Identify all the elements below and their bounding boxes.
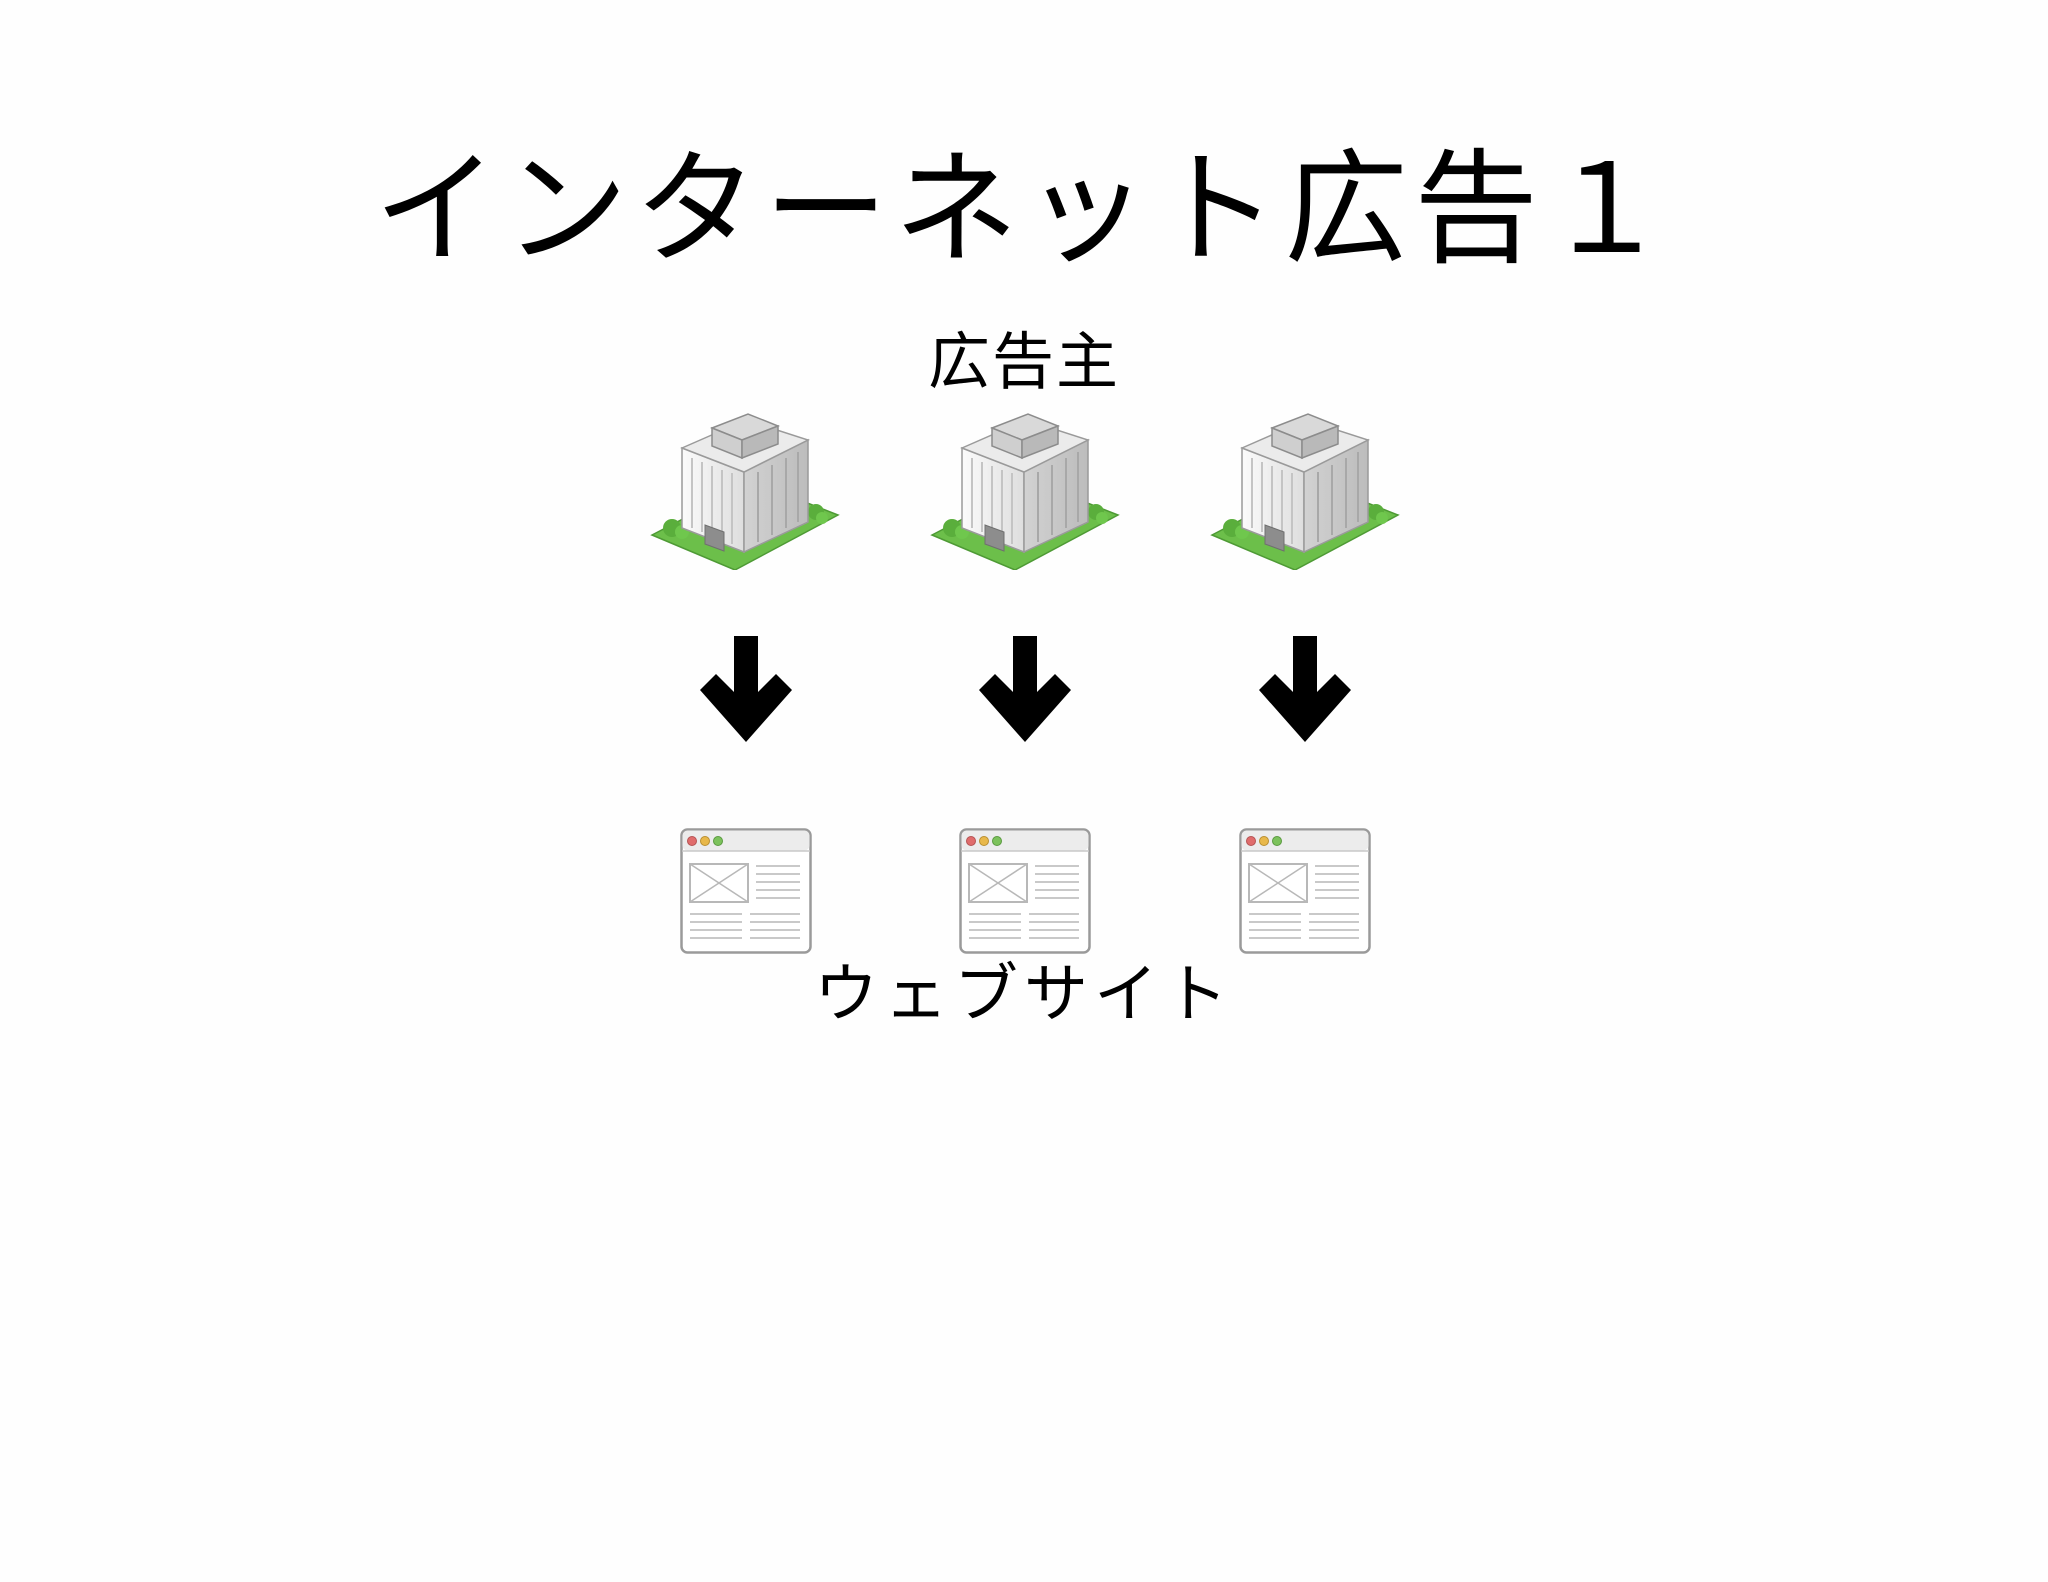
down-arrow-icon <box>977 636 1073 744</box>
down-arrow-icon <box>1257 636 1353 744</box>
office-building-icon <box>650 400 840 570</box>
office-building-icon <box>1210 400 1400 570</box>
webpage-window-icon <box>680 828 812 954</box>
webpage-window-icon <box>1239 828 1371 954</box>
down-arrow-icon <box>698 636 794 744</box>
advertisers-label: 広告主 <box>927 325 1120 398</box>
office-building-icon <box>930 400 1120 570</box>
websites-label: ウェブサイト <box>814 958 1234 1032</box>
webpage-window-icon <box>959 828 1091 954</box>
slide-title: インターネット広告１ <box>373 138 1674 282</box>
